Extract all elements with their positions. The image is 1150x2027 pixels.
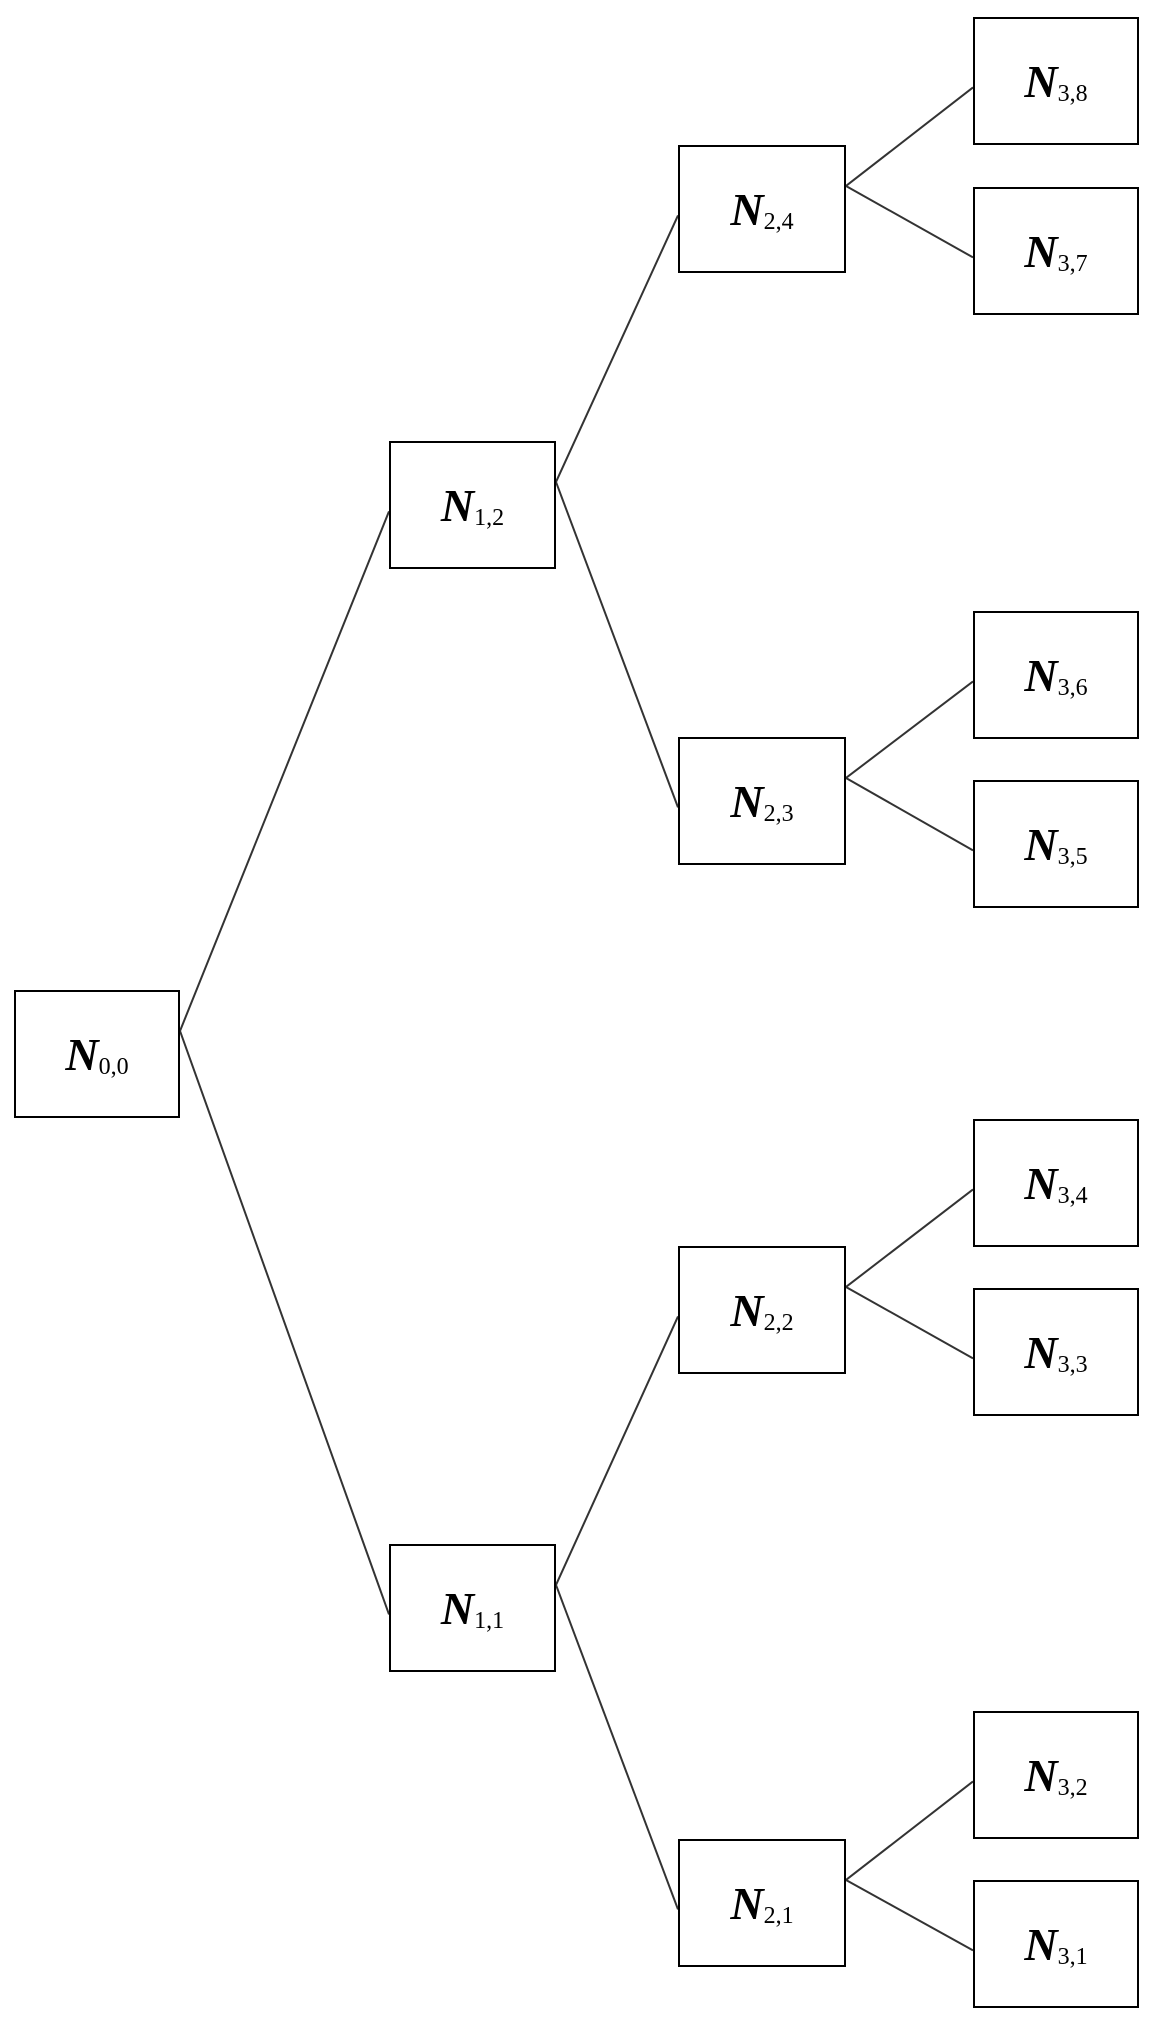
node-letter: N: [730, 775, 763, 827]
edge-n24-n38: [845, 86, 974, 187]
node-letter: N: [1024, 1157, 1057, 1209]
node-letter: N: [440, 1582, 474, 1634]
node-letter: N: [1024, 55, 1057, 107]
node-letter: N: [1024, 1918, 1057, 1970]
edge-n24-n37: [845, 185, 974, 259]
node-subscript: 3,1: [1057, 1943, 1088, 1970]
node-letter: N: [1024, 1749, 1057, 1801]
node-letter: N: [440, 479, 474, 531]
edge-n00-n12: [179, 511, 390, 1032]
node-letter: N: [65, 1028, 98, 1080]
edge-n11-n21: [555, 1584, 679, 1910]
edge-n22-n34: [845, 1188, 974, 1288]
node-letter: N: [730, 1877, 763, 1929]
node-letter: N: [1024, 225, 1057, 277]
node-letter: N: [730, 183, 763, 235]
edge-n12-n24: [555, 214, 679, 483]
node-subscript: 3,8: [1057, 80, 1088, 107]
node-letter: N: [1024, 649, 1057, 701]
edge-n12-n23: [555, 481, 679, 808]
node-subscript: 3,5: [1057, 843, 1088, 870]
node-subscript: 0,0: [98, 1053, 129, 1080]
node-subscript: 2,3: [763, 800, 794, 827]
edge-n22-n33: [845, 1286, 974, 1360]
node-subscript: 3,3: [1057, 1351, 1088, 1378]
edge-n00-n11: [179, 1030, 390, 1615]
node-subscript: 3,2: [1057, 1774, 1088, 1801]
node-subscript: 1,2: [474, 504, 505, 531]
edge-n23-n35: [845, 777, 974, 852]
node-letter: N: [1024, 818, 1057, 870]
node-letter: N: [1024, 1326, 1057, 1378]
edge-n21-n32: [845, 1780, 974, 1881]
edge-n21-n31: [845, 1879, 974, 1952]
node-subscript: 3,6: [1057, 674, 1088, 701]
node-letter: N: [730, 1284, 763, 1336]
node-subscript: 2,1: [763, 1902, 794, 1929]
edge-n23-n36: [845, 680, 974, 779]
node-subscript: 2,4: [763, 208, 794, 235]
node-subscript: 2,2: [763, 1309, 794, 1336]
node-subscript: 3,7: [1057, 250, 1088, 277]
node-subscript: 1,1: [474, 1607, 505, 1634]
node-subscript: 3,4: [1057, 1182, 1088, 1209]
edge-n11-n22: [555, 1315, 679, 1586]
